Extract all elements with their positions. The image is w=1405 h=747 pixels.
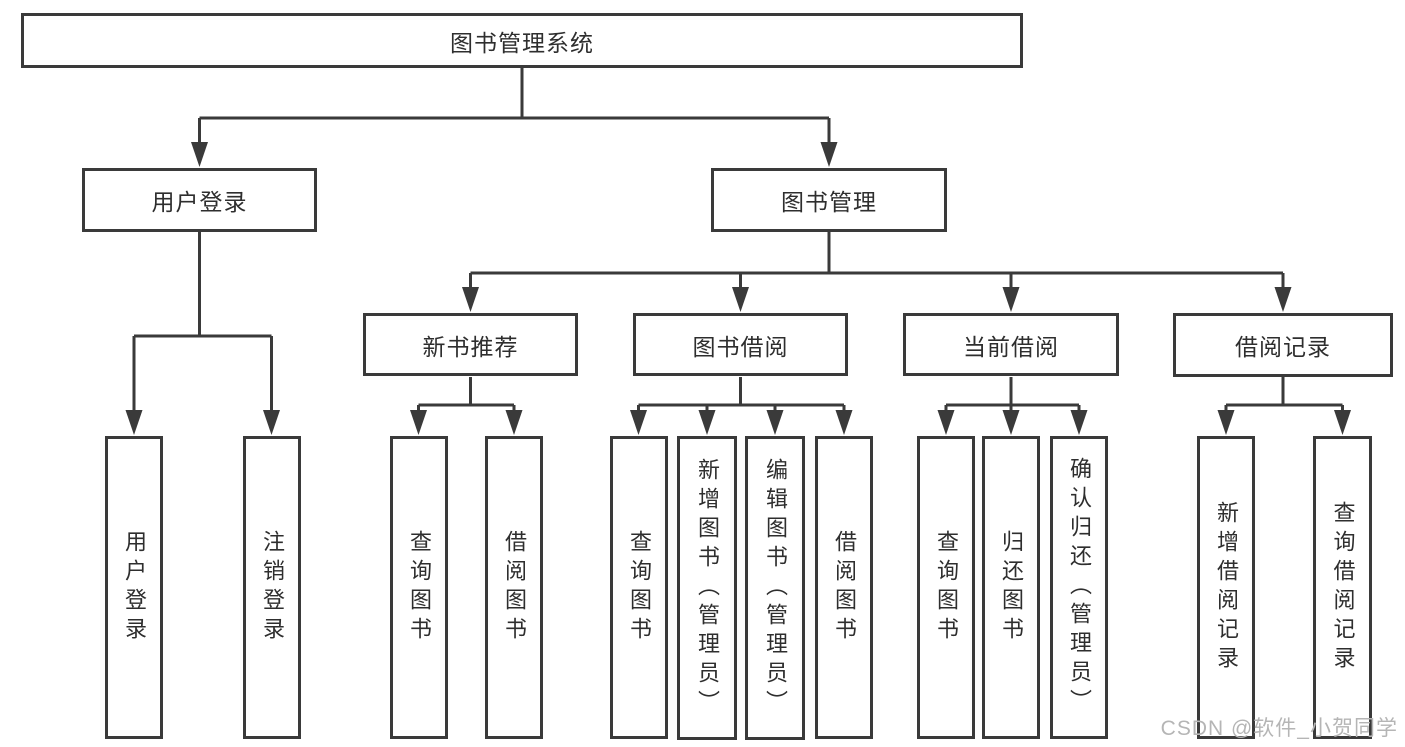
arrow-icon — [125, 410, 143, 435]
leaf-borrow-edit-books-admin: 编辑图书（管理员） — [745, 436, 805, 740]
node-label: 查询借阅记录 — [1330, 500, 1356, 675]
node-label: 图书借阅 — [692, 333, 789, 360]
node-book-management: 图书管理 — [711, 168, 947, 232]
arrow-icon — [191, 142, 208, 167]
node-label: 借阅图书 — [832, 529, 857, 646]
arrow-icon — [698, 410, 716, 435]
node-label: 归还图书 — [999, 529, 1024, 646]
node-label: 图书管理 — [781, 189, 877, 215]
connector-newbooks-to-leaves — [417, 377, 516, 412]
arrow-icon — [1002, 287, 1020, 312]
node-label: 用户登录 — [151, 189, 248, 215]
arrow-icon — [1334, 410, 1351, 435]
leaf-records-query-record: 查询借阅记录 — [1313, 436, 1372, 739]
connector-root-to-level2 — [198, 67, 831, 143]
node-label: 图书管理系统 — [450, 29, 594, 56]
node-book-borrow: 图书借阅 — [633, 313, 848, 376]
connector-records-to-leaves — [1224, 377, 1344, 412]
node-label: 注销登录 — [260, 529, 285, 646]
leaf-borrow-borrow-books: 借阅图书 — [815, 436, 873, 739]
node-label: 新增图书（管理员） — [695, 457, 720, 719]
leaf-newbooks-query-books: 查询图书 — [390, 436, 448, 739]
leaf-user-login: 用户登录 — [105, 436, 163, 739]
arrow-icon — [820, 142, 838, 167]
leaf-current-query-books: 查询图书 — [917, 436, 975, 739]
arrow-icon — [1217, 410, 1235, 435]
node-label: 当前借阅 — [963, 333, 1059, 360]
arrow-icon — [1274, 287, 1292, 312]
node-label: 查询图书 — [627, 529, 652, 646]
node-borrow-records: 借阅记录 — [1173, 313, 1393, 377]
connector-currentborrow-to-leaves — [944, 377, 1081, 412]
arrow-icon — [1002, 410, 1020, 435]
arrow-icon — [732, 287, 749, 312]
leaf-borrow-add-books-admin: 新增图书（管理员） — [677, 436, 737, 740]
arrow-icon — [766, 410, 784, 435]
leaf-current-return-books: 归还图书 — [982, 436, 1040, 739]
leaf-logout: 注销登录 — [243, 436, 301, 739]
arrow-icon — [462, 287, 479, 312]
leaf-borrow-query-books: 查询图书 — [610, 436, 668, 739]
leaf-newbooks-borrow-books: 借阅图书 — [485, 436, 543, 739]
node-label: 用户登录 — [122, 529, 147, 646]
connector-userlogin-to-leaves — [132, 232, 273, 412]
node-label: 新书推荐 — [422, 333, 519, 360]
arrow-icon — [630, 410, 647, 435]
arrow-icon — [835, 410, 853, 435]
node-new-book-recommend: 新书推荐 — [363, 313, 578, 376]
node-label: 查询图书 — [934, 529, 959, 646]
arrowheads — [125, 142, 1351, 435]
connector-bookborrow-to-leaves — [637, 377, 846, 412]
node-label: 借阅记录 — [1235, 334, 1331, 360]
node-current-borrow: 当前借阅 — [903, 313, 1119, 376]
arrow-icon — [410, 410, 427, 435]
arrow-icon — [1070, 410, 1088, 435]
node-label: 借阅图书 — [502, 529, 527, 646]
arrow-icon — [505, 410, 523, 435]
arrow-icon — [937, 410, 955, 435]
connector-bookmgmt-to-level3 — [469, 232, 1285, 289]
node-label: 编辑图书（管理员） — [763, 457, 788, 719]
node-label: 新增借阅记录 — [1214, 500, 1239, 675]
node-user-login: 用户登录 — [82, 168, 317, 232]
arrow-icon — [263, 410, 280, 435]
leaf-current-confirm-return-admin: 确认归还（管理员） — [1050, 436, 1108, 739]
csdn-watermark: CSDN @软件_小贺同学 — [1160, 717, 1398, 740]
node-label: 确认归还（管理员） — [1067, 457, 1092, 718]
leaf-records-add-record: 新增借阅记录 — [1197, 436, 1255, 739]
node-root-system: 图书管理系统 — [21, 13, 1023, 68]
node-label: 查询图书 — [407, 529, 432, 646]
